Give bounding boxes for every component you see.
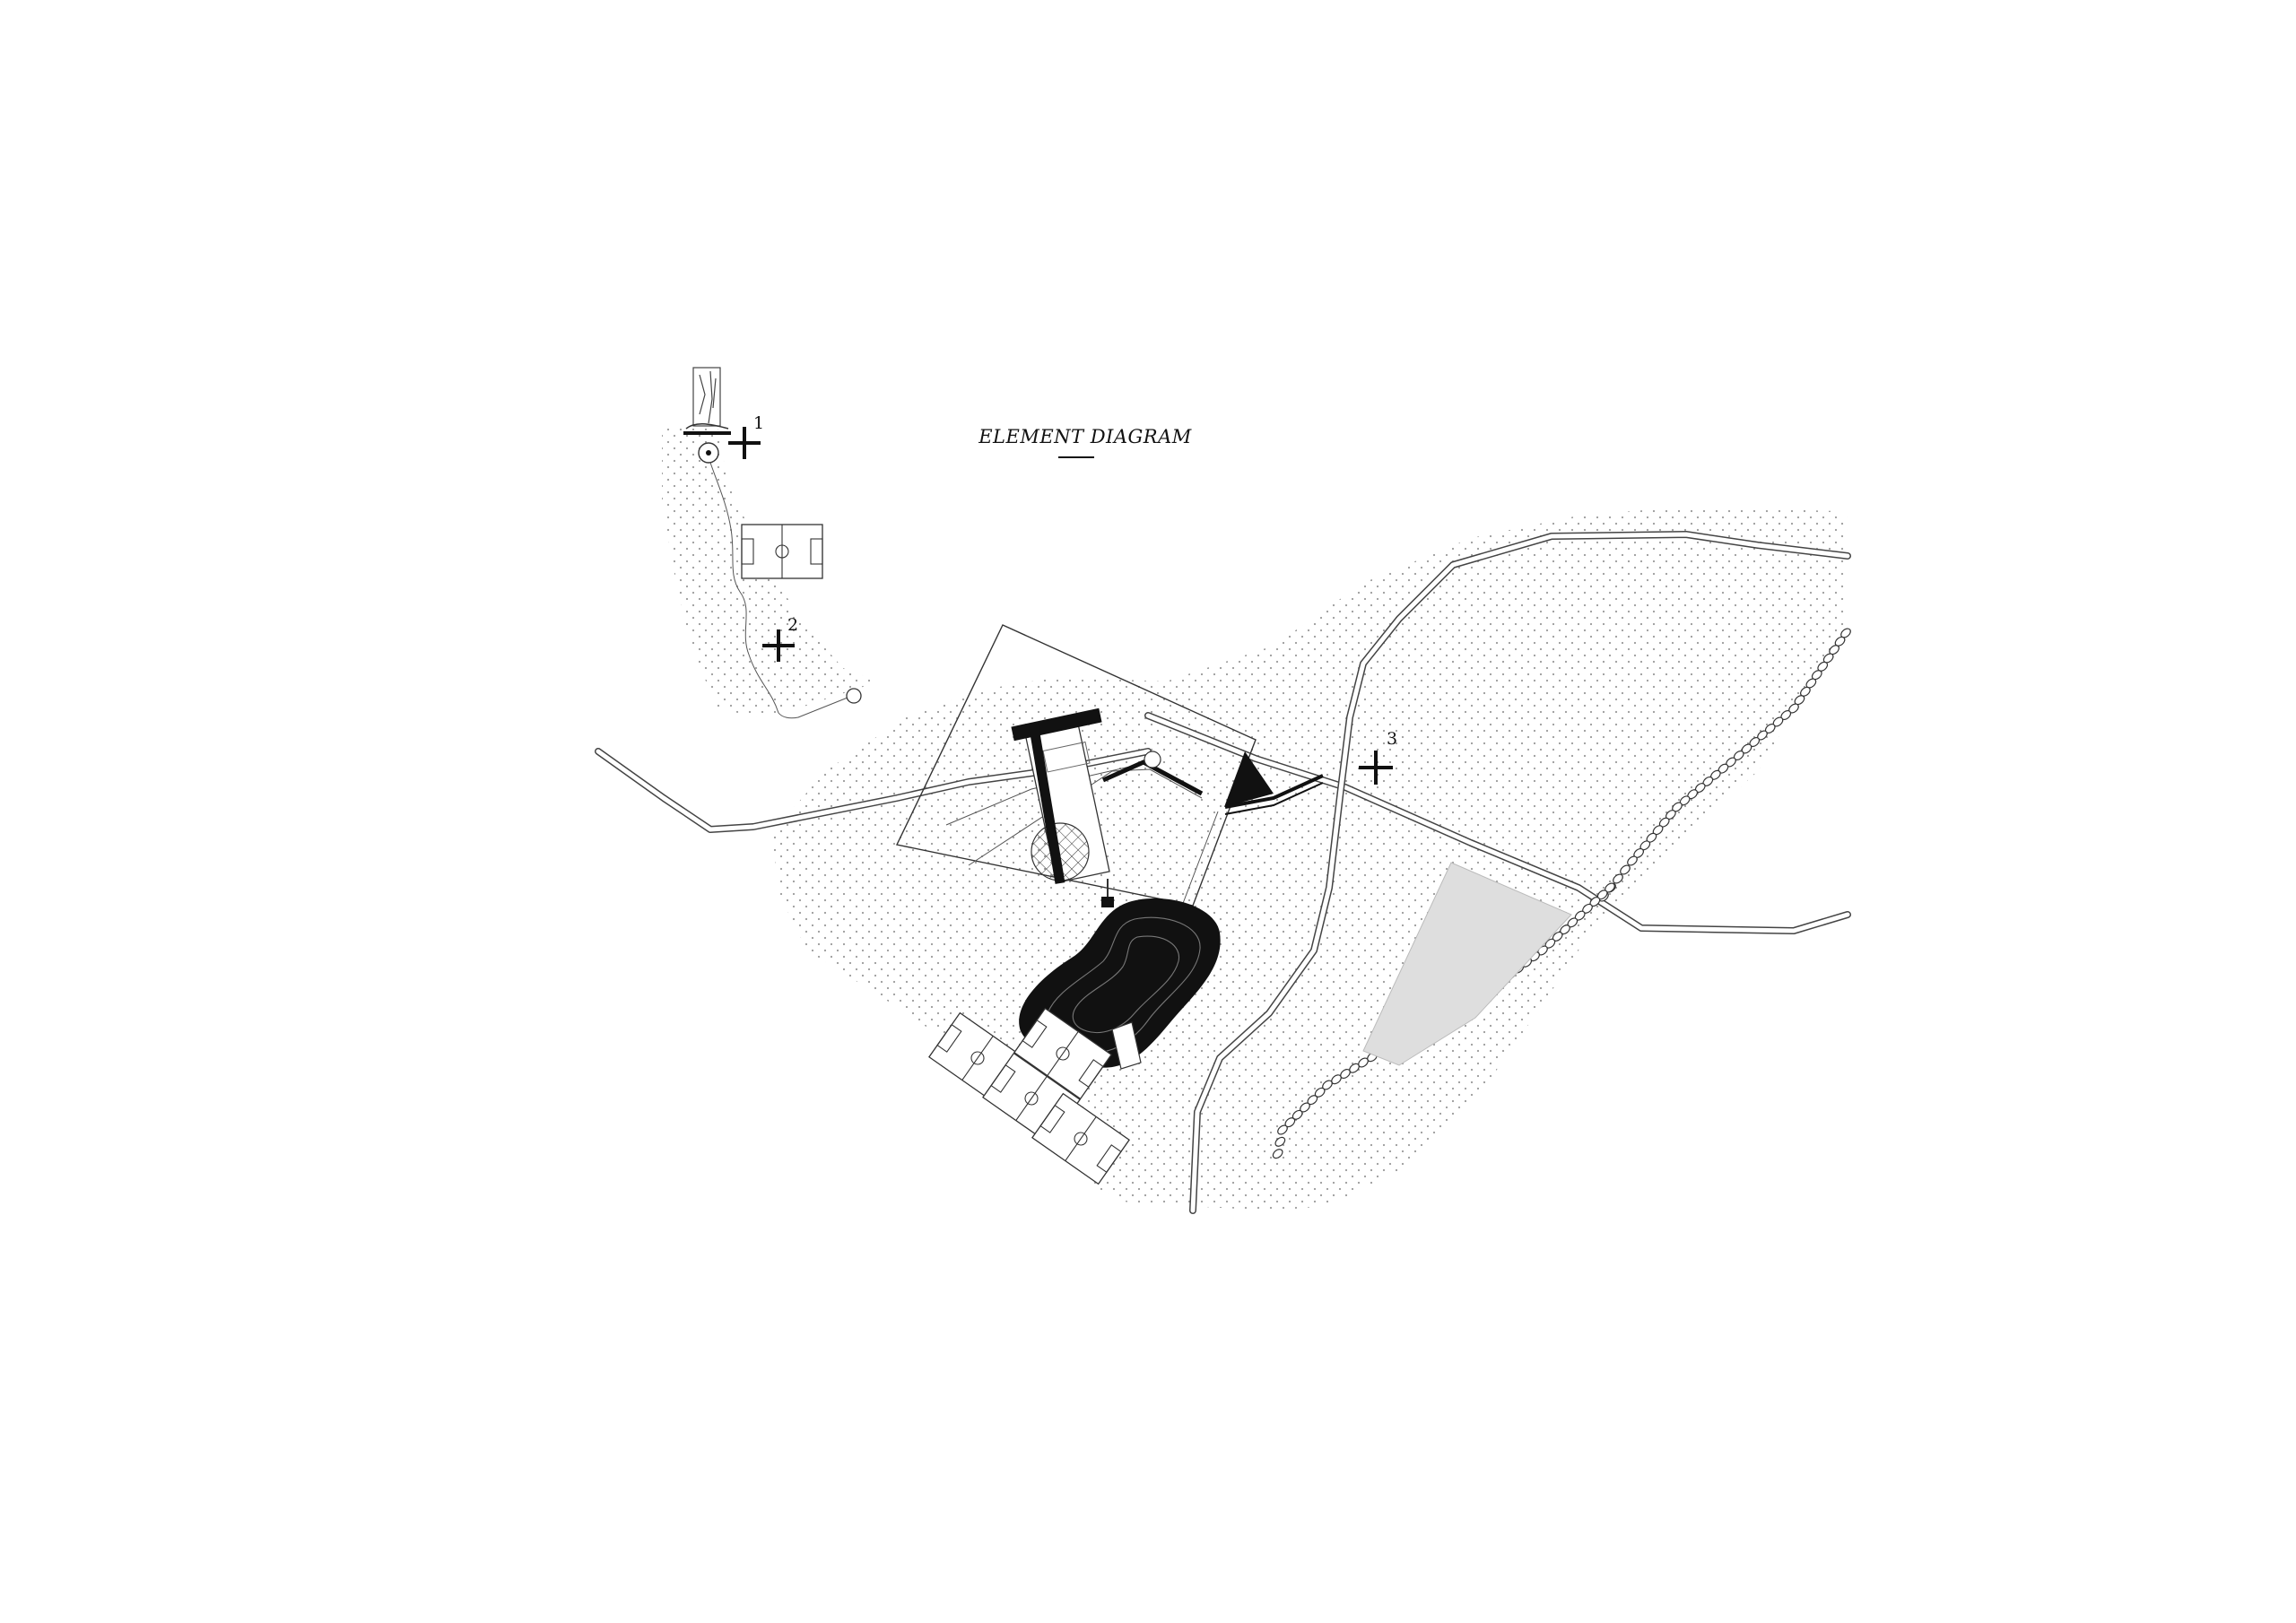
black-connector-east xyxy=(1224,774,1324,809)
grey-field xyxy=(1362,862,1572,1066)
soccer-field-icon xyxy=(741,524,823,579)
tree-row-leaf xyxy=(1627,855,1638,866)
marker-label-1: 1 xyxy=(753,413,764,433)
plus-marker-2: 2 xyxy=(762,615,798,662)
building-annex xyxy=(1042,741,1091,773)
winding-path xyxy=(708,456,848,719)
plus-marker-3: 3 xyxy=(1359,729,1397,785)
tree-icon xyxy=(683,367,731,435)
small-circle xyxy=(1144,751,1161,768)
road-north-south xyxy=(1189,531,1851,1214)
tree-row-leaf xyxy=(1620,864,1631,875)
tree-row-leaf xyxy=(1613,873,1623,884)
tree-row-leaf xyxy=(1277,1124,1288,1135)
small-structure xyxy=(1101,897,1114,907)
black-connector-east-2 xyxy=(1224,782,1324,815)
path-start-dot xyxy=(706,450,711,456)
black-connector xyxy=(1101,759,1204,796)
black-bar-stem xyxy=(1028,722,1065,884)
inner-path xyxy=(968,768,1203,866)
tree-row-leaf xyxy=(1272,1149,1283,1159)
marker-label-2: 2 xyxy=(787,615,798,635)
marker-label-3: 3 xyxy=(1387,729,1397,749)
lake-contour-2 xyxy=(1072,935,1180,1034)
inner-path-2 xyxy=(945,759,1158,826)
tree-row-leaf xyxy=(1274,1136,1286,1147)
plus-marker-1: 1 xyxy=(728,413,764,459)
thin-line-south xyxy=(1181,811,1219,907)
black-triangle xyxy=(1224,751,1274,807)
road-east xyxy=(1144,712,1851,934)
diagram-title: ELEMENT DIAGRAM xyxy=(978,426,1192,447)
path-end-circle xyxy=(846,688,862,704)
lake-jetty xyxy=(1111,1021,1142,1070)
